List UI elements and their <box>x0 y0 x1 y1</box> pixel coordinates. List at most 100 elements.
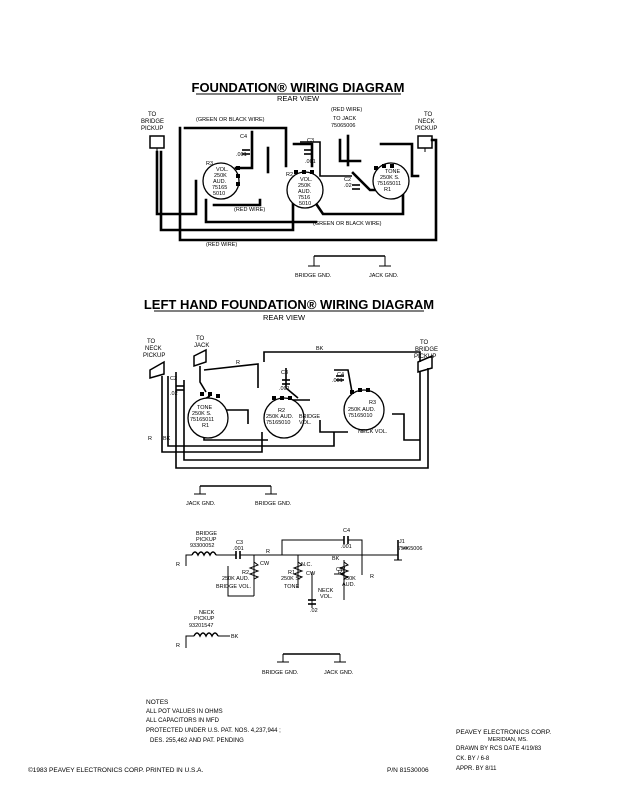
top-label-neck-pickup-1: NECK <box>418 119 435 125</box>
titleblock-drawn: DRAWN BY RCS DATE 4/19/83 <box>456 746 542 752</box>
top-pot-r3-line-2: AUD. <box>213 179 227 185</box>
top-cap-c3-value: .001 <box>305 159 316 165</box>
left-label-bk-2: BK <box>163 436 171 442</box>
top-label-red-wire-top: (RED WIRE) <box>331 107 362 113</box>
left-pot-r3-line-1: 75165010 <box>348 413 372 419</box>
top-label-red-wire-low: (RED WIRE) <box>206 242 237 248</box>
left-label-bridge-pickup-1: BRIDGE <box>415 347 438 353</box>
top-pot-r3-line-3: 75165 <box>212 185 227 191</box>
top-subtitle: REAR VIEW <box>277 94 320 103</box>
sch-neck-vol-1: VOL. <box>320 594 333 600</box>
left-cap-c2-name: C2 <box>170 376 177 382</box>
sch-cw-3: CW <box>336 567 346 573</box>
titleblock-company: PEAVEY ELECTRONICS CORP. <box>456 729 551 736</box>
sch-jack <box>394 540 408 561</box>
left-pot-r2-line-0: 250K AUD. <box>266 414 294 420</box>
top-label-bridge-pickup-2: PICKUP <box>141 126 163 132</box>
left-label-neck-pickup-0: TO <box>147 339 156 345</box>
top-cap-c4 <box>242 149 250 155</box>
sch-r3-0: R3 <box>338 570 345 576</box>
sch-cw-2: CW <box>306 571 316 577</box>
top-pot-r1-ref: R1 <box>384 187 391 193</box>
notes-line-0: ALL POT VALUES IN OHMS <box>146 709 223 715</box>
left-cap-c3 <box>282 379 290 385</box>
left-label-jack-1: JACK <box>194 343 209 349</box>
sch-jack-0: J1 <box>399 539 405 545</box>
titleblock-appr: APPR. BY 8/11 <box>456 766 497 772</box>
top-label-jack-gnd: JACK GND. <box>369 273 399 279</box>
sch-bridge-pickup-coil <box>191 551 217 557</box>
left-pot-r1-ref: R1 <box>202 423 209 429</box>
sch-neck-pickup-coil <box>193 632 219 638</box>
top-label-green-black-1: (GREEN OR BLACK WIRE) <box>196 117 265 123</box>
sch-bridge-pickup-0: BRIDGE <box>196 531 217 537</box>
left-pot-r2 <box>263 396 305 439</box>
top-cap-c2-name: C2 <box>344 177 351 183</box>
sch-cw-1: CW <box>260 561 270 567</box>
left-label-r-1: R <box>236 360 240 366</box>
titleblock-city: MERIDIAN, MS. <box>488 737 528 743</box>
sch-label-bk-2: BK <box>231 634 239 640</box>
top-title: FOUNDATION® WIRING DIAGRAM <box>192 80 405 95</box>
left-cap-c3-name: C3 <box>281 370 288 376</box>
top-label-bridge-pickup-1: BRIDGE <box>141 119 164 125</box>
notes-line-1: ALL CAPACITORS IN MFD <box>146 718 220 724</box>
sch-r1-0: R1 <box>288 570 295 576</box>
top-pot-r1 <box>372 162 410 200</box>
left-cap-c4-value: .001 <box>332 378 343 384</box>
top-pot-r3 <box>202 162 240 200</box>
left-cap-c4-name: C4 <box>337 372 344 378</box>
sch-c2: .02 <box>310 608 318 614</box>
sch-jack-gnd: JACK GND. <box>324 670 354 676</box>
top-pot-r3-ref: R3 <box>206 161 213 167</box>
left-label-jack-0: TO <box>196 336 205 342</box>
top-bridge-pickup-connector <box>149 135 165 152</box>
sch-jack-1: 75065006 <box>398 546 422 552</box>
notes: NOTES ALL POT VALUES IN OHMS ALL CAPACIT… <box>146 699 281 744</box>
top-pot-r2-line-3: 7516 <box>298 195 310 201</box>
left-pot-r1 <box>187 392 229 439</box>
sch-r2-1: 250K AUD. <box>222 576 250 582</box>
sch-bridge-pickup-2: 93300052 <box>190 543 214 549</box>
top-pot-r2-line-0: VOL. <box>300 177 313 183</box>
left-label-neck-pickup-1: NECK <box>145 346 162 352</box>
left-pot-r2-line-1: 75165010 <box>266 420 290 426</box>
top-cap-c3-name: C3 <box>307 138 314 144</box>
left-subtitle: REAR VIEW <box>263 313 306 322</box>
footer: ©1983 PEAVEY ELECTRONICS CORP. PRINTED I… <box>28 766 429 774</box>
left-label-bridge-gnd: BRIDGE GND. <box>255 501 292 507</box>
left-pot-r2-ref: R2 <box>278 408 285 414</box>
sch-ground-bus <box>277 653 346 663</box>
top-label-bridge-gnd: BRIDGE GND. <box>295 273 332 279</box>
left-title: LEFT HAND FOUNDATION® WIRING DIAGRAM <box>144 297 434 312</box>
top-pot-r2-ref: R2 <box>286 172 293 178</box>
left-label-bridge-pickup-2: PICKUP <box>414 354 436 360</box>
left-cap-c3-value: .001 <box>279 386 290 392</box>
left-label-bridge-pickup-0: TO <box>420 340 429 346</box>
top-cap-c3 <box>304 149 312 155</box>
left-cap-c2 <box>176 385 184 391</box>
top-cap-c4-value: .001 <box>236 152 247 158</box>
left-label-jack-gnd: JACK GND. <box>186 501 216 507</box>
top-label-neck-pickup-0: TO <box>424 112 433 118</box>
top-label-red-wire-mid: (RED WIRE) <box>234 207 265 213</box>
titleblock-ck: CK. BY / 6-8 <box>456 756 490 762</box>
sch-c3-0: C3 <box>236 540 243 546</box>
footer-part-no: P/N 81530006 <box>387 767 429 774</box>
sch-r3-1: 250K <box>343 576 356 582</box>
top-pot-r1-line-1: 250K S. <box>380 175 400 181</box>
top-pot-r3-line-1: 250K <box>214 173 227 179</box>
left-pot-r1-line-1: 250K S. <box>192 411 212 417</box>
top-cap-c2 <box>352 184 360 190</box>
sch-neck-pickup-0: NECK <box>199 610 215 616</box>
sch-label-r-3: R <box>370 574 374 580</box>
sch-nc: N.C. <box>301 562 312 568</box>
left-pot-r3 <box>343 388 385 431</box>
left-cap-c4 <box>336 375 344 381</box>
sch-resistor-r2 <box>248 561 260 580</box>
sch-r2-2: BRIDGE VOL. <box>216 584 252 590</box>
top-diagram: FOUNDATION® WIRING DIAGRAM REAR VIEW TO … <box>141 80 437 279</box>
sch-r2-0: R2 <box>242 570 249 576</box>
top-label-neck-pickup-2: PICKUP <box>415 126 437 132</box>
